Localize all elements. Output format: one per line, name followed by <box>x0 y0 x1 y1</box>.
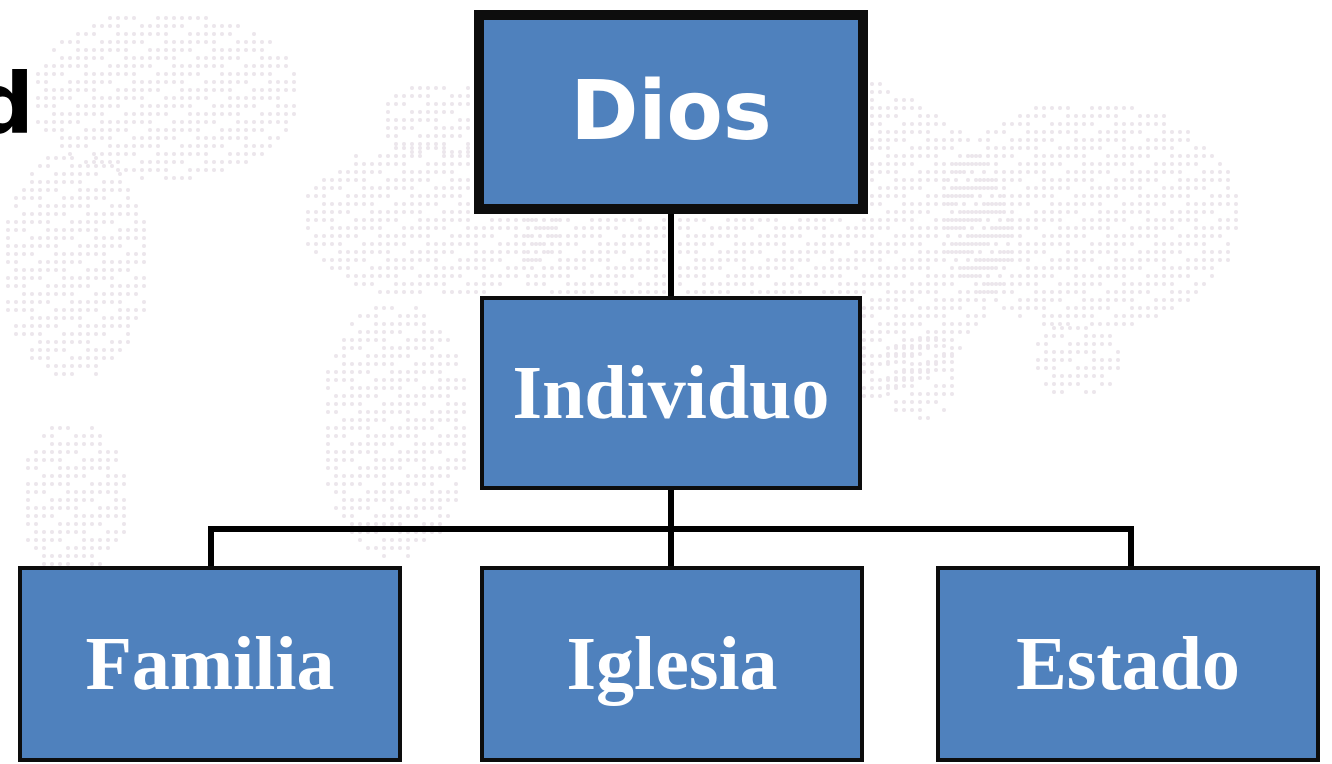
node-estado-label: Estado <box>1016 622 1240 706</box>
node-familia-label: Familia <box>85 622 335 706</box>
partial-heading-text: d <box>0 62 34 146</box>
node-individuo: Individuo <box>480 296 862 490</box>
connector-root-to-individuo <box>668 210 674 300</box>
node-dios: Dios <box>474 10 868 214</box>
connector-to-familia <box>208 526 214 570</box>
node-familia: Familia <box>18 566 402 762</box>
connector-to-estado <box>1128 526 1134 570</box>
connector-horizontal-bar <box>208 526 1134 532</box>
node-individuo-label: Individuo <box>512 351 830 435</box>
node-dios-label: Dios <box>570 64 772 159</box>
node-estado: Estado <box>936 566 1320 762</box>
node-iglesia-label: Iglesia <box>566 622 778 706</box>
node-iglesia: Iglesia <box>480 566 864 762</box>
